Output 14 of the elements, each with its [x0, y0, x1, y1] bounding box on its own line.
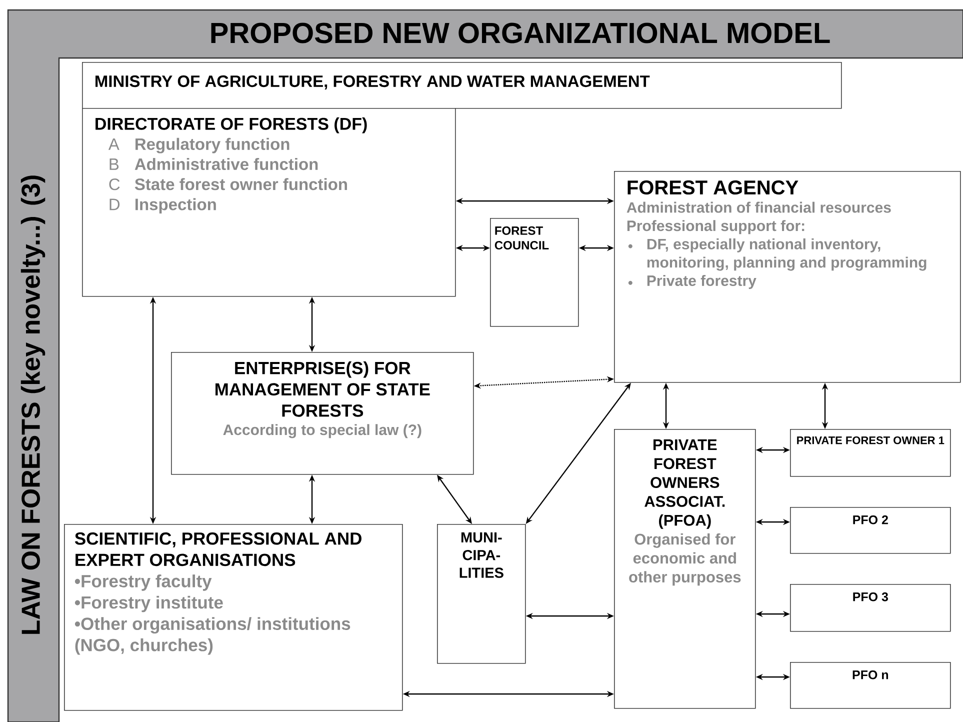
org-box: FOREST AGENCY Administration of financial resources Professional support for: DF, especially national inventory, monitoring, planning and programming Private forestry	[614, 171, 961, 383]
org-box: PFO 2	[790, 507, 951, 554]
org-box: PFO 3	[790, 584, 951, 632]
org-box: PRIVATE FOREST OWNERS ASSOCIAT. (PFOA) Organised for economic and other purposes	[614, 429, 756, 709]
org-box: MINISTRY OF AGRICULTURE, FORESTRY AND WATER MANAGEMENT	[82, 62, 842, 109]
org-box: PRIVATE FOREST OWNER 1	[790, 429, 951, 477]
org-box: FOREST COUNCIL	[490, 218, 579, 327]
side-title: LAW ON FORESTS (key novelty...) (3)	[20, 176, 46, 634]
org-box: DIRECTORATE OF FORESTS (DF) A Regulatory function B Administrative function C State forest owner function D Inspection	[82, 108, 456, 297]
org-box: PFO n	[790, 662, 951, 709]
org-box: SCIENTIFIC, PROFESSIONAL AND EXPERT ORGANISATIONS •Forestry faculty •Forestry institute •Other organisations/ institutions (NGO, churches)	[64, 524, 403, 711]
org-box: MUNI- CIPA- LITIES	[437, 524, 526, 664]
org-box: ENTERPRISE(S) FOR MANAGEMENT OF STATE FORESTS According to special law (?)	[171, 352, 474, 475]
slide-title: PROPOSED NEW ORGANIZATIONAL MODEL	[211, 22, 830, 44]
